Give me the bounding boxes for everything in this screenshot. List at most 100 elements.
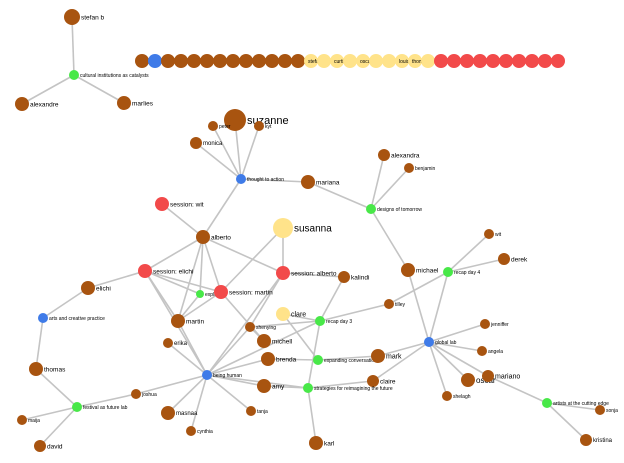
node-circle[interactable] <box>542 398 552 408</box>
node-circle[interactable] <box>265 54 279 68</box>
node-circle[interactable] <box>395 54 409 68</box>
node-circle[interactable] <box>408 54 422 68</box>
node-michael-r[interactable]: michael <box>401 263 439 277</box>
node-circle[interactable] <box>252 54 266 68</box>
node-circle[interactable] <box>200 54 214 68</box>
node-angela[interactable]: angela <box>477 346 503 356</box>
node-recap-day4[interactable]: recap day 4 <box>443 267 480 277</box>
node-circle[interactable] <box>161 54 175 68</box>
node-r8[interactable] <box>239 54 253 68</box>
node-circle[interactable] <box>236 174 246 184</box>
node-martin[interactable]: martin <box>171 314 204 328</box>
node-maija[interactable]: maija <box>17 415 40 425</box>
node-r21[interactable]: thomas <box>408 54 429 68</box>
node-circle[interactable] <box>401 263 415 277</box>
node-circle[interactable] <box>278 54 292 68</box>
node-session-martin[interactable]: session: martin <box>214 285 273 299</box>
node-circle[interactable] <box>369 54 383 68</box>
node-circle[interactable] <box>117 96 131 110</box>
node-sonja[interactable]: sonja <box>595 405 618 415</box>
node-r9[interactable] <box>252 54 266 68</box>
node-stefan-b[interactable]: stefan b <box>64 9 105 25</box>
node-circle[interactable] <box>245 322 255 332</box>
node-circle[interactable] <box>208 121 218 131</box>
node-thought-to-action[interactable]: thought to action <box>236 174 284 184</box>
node-mariana[interactable]: mariana <box>301 175 340 189</box>
node-circle[interactable] <box>309 436 323 450</box>
node-alexandre[interactable]: alexandre <box>15 97 59 111</box>
node-circle[interactable] <box>202 370 212 380</box>
node-r0[interactable] <box>135 54 149 68</box>
node-circle[interactable] <box>424 337 434 347</box>
node-circle[interactable] <box>447 54 461 68</box>
node-benjamin[interactable]: benjamin <box>404 163 436 173</box>
node-r14[interactable] <box>317 54 331 68</box>
node-circle[interactable] <box>498 253 510 265</box>
node-circle[interactable] <box>384 299 394 309</box>
node-alberto[interactable]: alberto <box>196 230 231 244</box>
node-karl[interactable]: karl <box>309 436 335 450</box>
node-kyt[interactable]: kyt <box>254 121 272 131</box>
node-circle[interactable] <box>378 149 390 161</box>
node-mark[interactable]: mark <box>371 349 402 363</box>
node-arts-creative[interactable]: arts and creative practice <box>38 313 105 323</box>
node-designs-tomorrow[interactable]: designs of tomorrow <box>366 204 422 214</box>
node-kalindi[interactable]: kalindi <box>338 271 369 283</box>
node-circle[interactable] <box>34 440 46 452</box>
node-circle[interactable] <box>356 54 370 68</box>
node-circle[interactable] <box>330 54 344 68</box>
node-circle[interactable] <box>213 54 227 68</box>
node-circle[interactable] <box>135 54 149 68</box>
node-circle[interactable] <box>315 316 325 326</box>
node-circle[interactable] <box>257 334 271 348</box>
node-shenying[interactable]: shenying <box>245 322 276 332</box>
node-circle[interactable] <box>499 54 513 68</box>
node-erika[interactable]: erika <box>163 338 188 348</box>
node-circle[interactable] <box>257 379 271 393</box>
node-circle[interactable] <box>343 54 357 68</box>
node-circle[interactable] <box>214 285 228 299</box>
node-thomas[interactable]: thomas <box>29 362 66 376</box>
node-circle[interactable] <box>17 415 27 425</box>
node-r11[interactable] <box>278 54 292 68</box>
node-circle[interactable] <box>246 406 256 416</box>
node-circle[interactable] <box>303 383 313 393</box>
node-circle[interactable] <box>477 346 487 356</box>
node-alexandra[interactable]: alexandra <box>378 149 420 161</box>
node-wit[interactable]: wit <box>484 229 502 239</box>
node-r1[interactable] <box>148 54 162 68</box>
node-circle[interactable] <box>367 375 379 387</box>
node-circle[interactable] <box>484 229 494 239</box>
node-circle[interactable] <box>261 352 275 366</box>
node-circle[interactable] <box>404 163 414 173</box>
node-masnaa[interactable]: masnaa <box>161 406 198 420</box>
node-cynthia[interactable]: cynthia <box>186 426 213 436</box>
node-circle[interactable] <box>155 197 169 211</box>
node-circle[interactable] <box>595 405 605 415</box>
node-r19[interactable] <box>382 54 396 68</box>
node-circle[interactable] <box>461 373 475 387</box>
node-brenda[interactable]: brenda <box>261 352 297 366</box>
node-mariano[interactable]: mariano <box>482 370 520 382</box>
node-circle[interactable] <box>239 54 253 68</box>
node-circle[interactable] <box>190 137 202 149</box>
node-circle[interactable] <box>276 307 290 321</box>
node-peter[interactable]: peter <box>208 121 231 131</box>
node-circle[interactable] <box>473 54 487 68</box>
node-circle[interactable] <box>291 54 305 68</box>
node-r12[interactable] <box>291 54 305 68</box>
node-circle[interactable] <box>69 70 79 80</box>
node-circle[interactable] <box>512 54 526 68</box>
node-circle[interactable] <box>434 54 448 68</box>
node-circle[interactable] <box>38 313 48 323</box>
node-circle[interactable] <box>15 97 29 111</box>
node-derek[interactable]: derek <box>498 253 528 265</box>
node-circle[interactable] <box>138 264 152 278</box>
node-r31[interactable] <box>538 54 552 68</box>
node-session-wit[interactable]: session: wit <box>155 197 204 211</box>
node-circle[interactable] <box>338 271 350 283</box>
node-susanna[interactable]: susanna <box>273 218 332 238</box>
node-circle[interactable] <box>81 281 95 295</box>
node-clare[interactable]: clare <box>276 307 306 321</box>
node-r16[interactable] <box>343 54 357 68</box>
